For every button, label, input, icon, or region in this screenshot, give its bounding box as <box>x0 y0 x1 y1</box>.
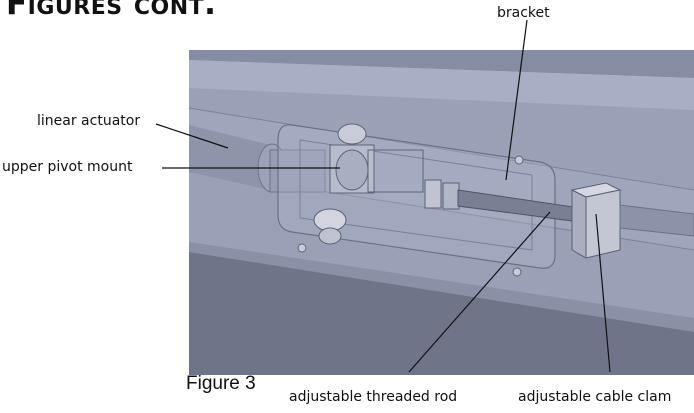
label-linear-actuator: linear actuator <box>37 113 141 129</box>
leader-cable-clamp <box>595 213 611 373</box>
label-adjustable-cable-clamp: adjustable cable clam <box>518 389 672 405</box>
label-upper-pivot-mount: upper pivot mount <box>2 159 133 175</box>
label-adjustable-threaded-rod: adjustable threaded rod <box>289 389 458 405</box>
leader-bracket <box>505 19 528 181</box>
cad-image <box>188 50 694 375</box>
figure-caption: Figure 3 <box>186 373 256 394</box>
label-bracket: bracket <box>497 5 550 21</box>
leader-threaded-rod <box>408 211 551 373</box>
section-heading: Figures cont. <box>6 0 217 22</box>
leader-linear-actuator <box>155 123 229 149</box>
